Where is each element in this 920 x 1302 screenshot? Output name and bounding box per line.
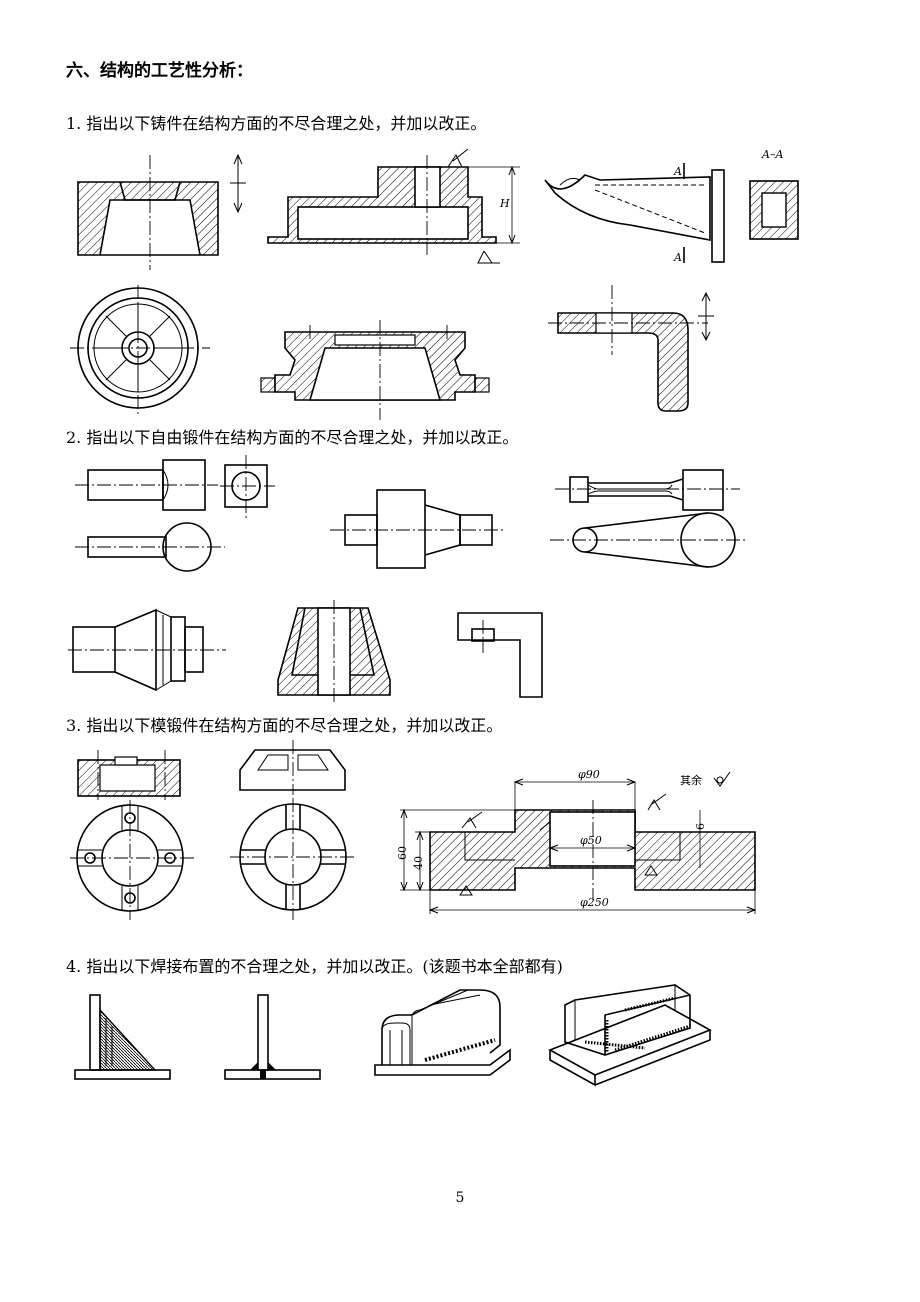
forging-figure-6	[457, 612, 543, 698]
die-forging-figure-1	[70, 750, 195, 920]
dim-phi90: φ90	[578, 768, 600, 781]
casting-figure-5	[260, 320, 490, 420]
dim-6: 6	[694, 823, 707, 830]
height-label-H: H	[499, 197, 510, 210]
section-A-top: A	[673, 165, 682, 178]
casting-figure-6	[548, 285, 714, 412]
dim-phi50: φ50	[580, 834, 602, 847]
dim-phi250: φ250	[580, 896, 609, 909]
weld-figure-2	[224, 994, 321, 1080]
section-A-bottom: A	[673, 251, 682, 264]
forging-figure-5	[277, 600, 391, 705]
die-forging-figure-2	[230, 740, 355, 920]
forging-figure-4	[68, 608, 226, 692]
question-2: 2. 指出以下自由锻件在结构方面的不尽合理之处，并加以改正。	[66, 428, 519, 447]
weld-figure-4	[548, 984, 712, 1087]
rest-note: 其余	[680, 773, 702, 787]
casting-figure-2: H	[267, 148, 520, 264]
question-3: 3. 指出以下模锻件在结构方面的不尽合理之处，并加以改正。	[66, 716, 503, 735]
section-title: 六、结构的工艺性分析：	[66, 61, 253, 81]
section-AA-label: A–A	[761, 148, 783, 161]
question-4: 4. 指出以下焊接布置的不合理之处，并加以改正。(该题书本全部都有)	[66, 957, 563, 976]
casting-figure-3: A A A–A	[544, 148, 799, 264]
weld-figure-3	[374, 989, 511, 1076]
forging-figure-3	[550, 469, 745, 568]
page-number: 5	[455, 1190, 465, 1206]
dim-60: 60	[396, 846, 409, 860]
dim-40: 40	[412, 856, 425, 870]
forging-figure-2	[330, 489, 503, 569]
question-1: 1. 指出以下铸件在结构方面的不尽合理之处，并加以改正。	[66, 114, 487, 133]
forging-figure-1	[75, 455, 275, 572]
casting-figure-1	[77, 153, 246, 270]
die-forging-figure-3: φ90 φ50 φ250 60 40 6 其余	[396, 768, 757, 914]
weld-figure-1	[74, 994, 171, 1080]
casting-figure-4	[70, 285, 210, 415]
